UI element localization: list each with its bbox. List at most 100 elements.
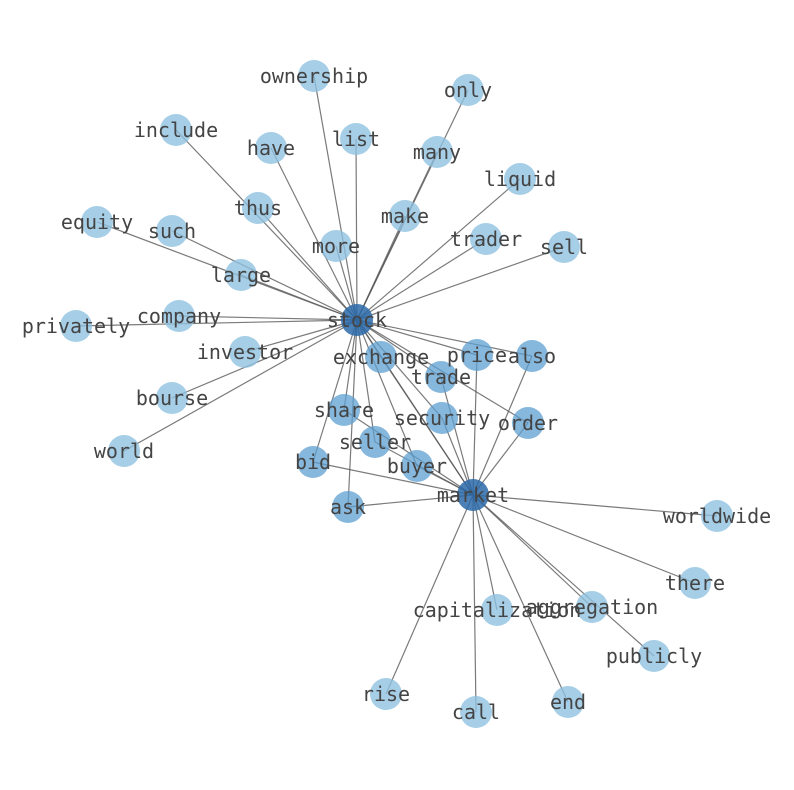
edge-stock-such <box>171 230 358 321</box>
node-label-liquid: liquid <box>484 167 556 191</box>
node-label-market: market <box>437 483 509 507</box>
node-label-ask: ask <box>330 495 366 519</box>
node-label-such: such <box>148 219 196 243</box>
node-label-ownership: ownership <box>260 64 368 88</box>
node-capitalization <box>481 594 513 626</box>
node-call <box>460 696 492 728</box>
node-label-trade: trade <box>411 365 471 389</box>
node-label-publicly: publicly <box>606 644 702 668</box>
edge-stock-world <box>123 319 358 452</box>
node-liquid <box>504 163 536 195</box>
node-label-bid: bid <box>295 450 331 474</box>
node-there <box>679 567 711 599</box>
node-publicly <box>638 640 670 672</box>
edge-stock-list <box>355 138 358 321</box>
node-list <box>340 123 372 155</box>
node-privately <box>60 310 92 342</box>
node-label-end: end <box>550 690 586 714</box>
edge-market-worldwide <box>472 494 718 517</box>
edge-stock-company <box>178 315 358 321</box>
node-label-privately: privately <box>22 314 130 338</box>
node-bourse <box>156 382 188 414</box>
edge-stock-include <box>175 129 358 321</box>
edge-stock-sell <box>356 246 565 321</box>
node-label-aggregation: aggregation <box>526 595 658 619</box>
node-include <box>160 114 192 146</box>
node-end <box>552 686 584 718</box>
edge-stock-liquid <box>356 178 521 321</box>
edge-market-bid <box>312 461 474 496</box>
node-many <box>421 136 453 168</box>
node-only <box>452 74 484 106</box>
edge-stock-privately <box>75 319 358 327</box>
node-label-trader: trader <box>450 227 522 251</box>
node-market <box>457 479 489 511</box>
node-trade <box>425 361 457 393</box>
node-rise <box>370 678 402 710</box>
edge-stock-trader <box>356 238 487 321</box>
node-label-buyer: buyer <box>387 454 447 478</box>
node-label-equity: equity <box>61 210 133 234</box>
edge-market-price <box>472 354 478 496</box>
node-label-order: order <box>498 411 558 435</box>
edge-stock-security <box>356 319 443 419</box>
node-trader <box>470 223 502 255</box>
node-ownership <box>298 60 330 92</box>
node-such <box>156 215 188 247</box>
node-label-world: world <box>94 439 154 463</box>
edge-stock-buyer <box>356 319 418 467</box>
node-exchange <box>365 341 397 373</box>
edge-stock-have <box>270 147 358 321</box>
node-bid <box>297 446 329 478</box>
node-order <box>512 407 544 439</box>
node-aggregation <box>576 591 608 623</box>
edge-stock-investor <box>244 319 358 353</box>
node-have <box>255 132 287 164</box>
node-price <box>461 339 493 371</box>
node-label-sell: sell <box>540 235 588 259</box>
node-label-stock: stock <box>327 308 387 332</box>
node-also <box>516 340 548 372</box>
node-label-there: there <box>665 571 725 595</box>
node-world <box>108 435 140 467</box>
node-label-call: call <box>452 700 500 724</box>
node-label-company: company <box>137 304 221 328</box>
node-label-list: list <box>332 127 380 151</box>
edge-market-end <box>472 494 569 703</box>
node-more <box>320 230 352 262</box>
edge-market-capitalization <box>472 494 498 611</box>
node-label-more: more <box>312 234 360 258</box>
edge-stock-also <box>356 319 533 357</box>
node-label-also: also <box>508 344 556 368</box>
edge-market-also <box>472 355 533 496</box>
node-label-exchange: exchange <box>333 345 429 369</box>
node-investor <box>229 336 261 368</box>
node-label-investor: investor <box>197 340 293 364</box>
edge-market-aggregation <box>472 494 593 608</box>
edge-market-ask <box>347 494 474 508</box>
edge-stock-trade <box>356 319 442 378</box>
node-sell <box>548 231 580 263</box>
node-security <box>426 402 458 434</box>
node-label-bourse: bourse <box>136 386 208 410</box>
node-label-thus: thus <box>234 196 282 220</box>
node-worldwide <box>701 500 733 532</box>
node-label-large: large <box>211 263 271 287</box>
node-seller <box>359 426 391 458</box>
node-label-capitalization: capitalization <box>413 598 582 622</box>
edge-market-there <box>472 494 696 584</box>
edge-market-publicly <box>472 494 655 657</box>
edge-market-exchange <box>380 356 474 496</box>
node-large <box>225 259 257 291</box>
node-buyer <box>401 450 433 482</box>
node-label-include: include <box>134 118 218 142</box>
edge-stock-price <box>356 319 478 356</box>
node-label-worldwide: worldwide <box>663 504 771 528</box>
edge-stock-bid <box>312 319 358 463</box>
node-label-rise: rise <box>362 682 410 706</box>
node-label-only: only <box>444 78 492 102</box>
edge-market-call <box>472 494 477 713</box>
edge-stock-make <box>356 215 406 321</box>
